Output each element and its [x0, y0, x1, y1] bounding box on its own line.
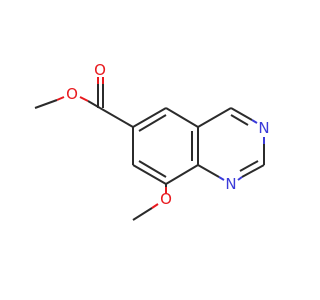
bond-methyl-ester-o-red [56, 96, 65, 101]
bond-c4-n3 [230, 107, 253, 121]
bond-methyl-ester-o [34, 99, 58, 109]
bond-c6-c5-inner [138, 114, 167, 132]
atom-o-methoxy: O [160, 190, 172, 208]
atom-n3: N [258, 119, 269, 137]
bond-methoxy-o-methyl-red [151, 203, 159, 209]
bond-c2-n1-blue [237, 176, 243, 181]
bond-c4-n3-blue [251, 119, 258, 124]
bond-carbonyl-c-ring [99, 107, 134, 128]
bond-methoxy-o-methyl [132, 207, 153, 221]
bond-c2-n1-inner [239, 160, 259, 172]
atom-o-carbonyl: O [94, 61, 106, 79]
bond-c4a-c4 [197, 107, 232, 128]
bond-c8a-c8 [165, 164, 199, 185]
bond-c6-c5 [132, 107, 167, 128]
bond-c8-c7 [132, 164, 167, 185]
bond-n1-c8a [197, 164, 220, 178]
bond-n1-c8a-blue [218, 176, 225, 181]
bond-c2-n1 [241, 164, 265, 178]
atom-n1: N [225, 175, 236, 193]
bond-c4-n3-inner [230, 114, 249, 126]
bond-ester-o-carbonyl-c-red [79, 96, 89, 102]
molecule-diagram: O O N N O [34, 61, 270, 221]
atom-o-ester: O [66, 85, 78, 103]
bond-c8-c7-inner [138, 160, 167, 178]
bond-c5-c4a [165, 107, 199, 128]
